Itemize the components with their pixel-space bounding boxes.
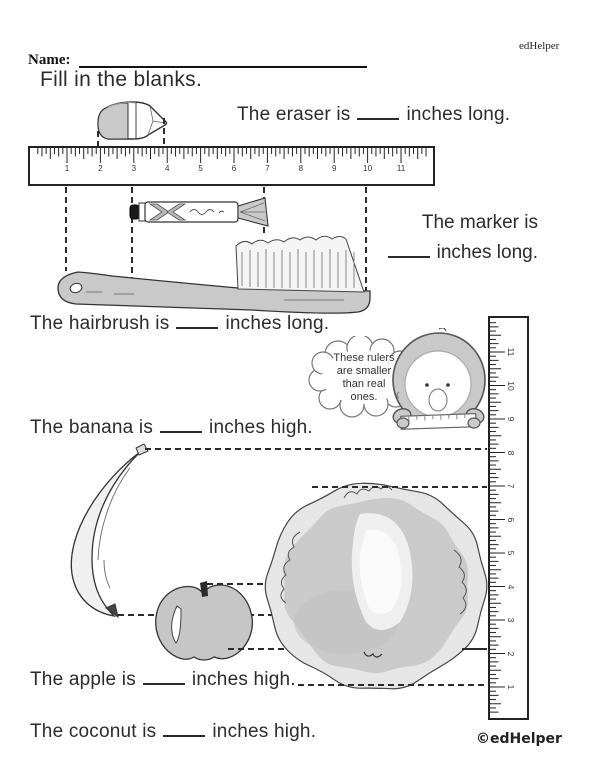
answer-blank-eraser[interactable] [357, 105, 400, 120]
h-ruler-number: 8 [298, 164, 304, 173]
dashed-guide-line [97, 131, 99, 147]
question-banana-after: inches high. [209, 417, 313, 438]
question-eraser: The eraser is inches long. [237, 104, 510, 126]
h-ruler-number: 4 [164, 164, 170, 173]
answer-blank-coconut[interactable] [163, 722, 206, 737]
question-marker-after: inches long. [436, 242, 538, 263]
v-ruler-number: 8 [506, 450, 516, 455]
dashed-guide-line [65, 187, 67, 271]
h-ruler-number: 11 [396, 164, 406, 173]
ruler-tick-marks [37, 148, 427, 163]
dashed-guide-line [462, 648, 487, 650]
h-ruler-number: 5 [198, 164, 203, 173]
question-apple-before: The apple is [30, 669, 136, 690]
question-eraser-before: The eraser is [237, 104, 351, 125]
name-write-line[interactable] [79, 66, 367, 68]
question-eraser-after: inches long. [406, 104, 511, 125]
v-ruler-number: 1 [506, 684, 516, 690]
v-ruler-number: 11 [506, 347, 516, 357]
banana-illustration [70, 443, 149, 619]
apple-illustration [155, 581, 253, 661]
vertical-ruler: 11 10 9 8 7 6 5 4 3 2 1 [488, 316, 529, 720]
page-title: Fill in the blanks. [40, 68, 203, 91]
bubble-line: than real [342, 378, 386, 390]
question-apple-after: inches high. [191, 669, 296, 690]
bubble-line: ones. [350, 391, 378, 403]
h-ruler-number: 7 [265, 164, 270, 173]
h-ruler-number: 10 [363, 164, 373, 173]
dashed-guide-line [365, 187, 367, 295]
question-coconut: The coconut is inches high. [30, 721, 316, 743]
answer-blank-hairbrush[interactable] [176, 314, 219, 329]
v-ruler-number: 2 [506, 651, 516, 656]
h-ruler-number: 2 [98, 164, 103, 173]
thought-bubble [308, 336, 421, 418]
dashed-guide-line [163, 118, 165, 147]
marker-illustration [129, 197, 269, 227]
question-apple: The apple is inches high. [30, 669, 296, 691]
question-banana: The banana is inches high. [30, 417, 313, 439]
v-ruler-number: 4 [506, 584, 516, 589]
hairbrush-illustration [57, 235, 371, 314]
question-marker-line1: The marker is [421, 212, 538, 233]
brand-logo-bottom: ©edHelper [476, 731, 562, 747]
horizontal-ruler: 1 2 3 4 5 6 7 8 9 10 11 [28, 146, 435, 186]
v-ruler-number: 9 [506, 416, 516, 422]
question-marker: The marker is inches long. [381, 208, 538, 268]
coconut-illustration [264, 482, 488, 690]
v-ruler-number: 7 [506, 483, 516, 489]
question-coconut-before: The coconut is [30, 721, 157, 742]
question-banana-before: The banana is [30, 417, 154, 438]
h-ruler-number: 9 [331, 164, 337, 173]
h-ruler-number: 3 [131, 164, 137, 173]
answer-blank-marker[interactable] [387, 243, 430, 258]
ruler-tick-marks [490, 322, 505, 713]
dashed-guide-line [207, 583, 272, 585]
bubble-line: These rulers [333, 352, 395, 364]
v-ruler-number: 10 [506, 380, 516, 391]
answer-blank-apple[interactable] [142, 670, 185, 685]
answer-blank-banana[interactable] [160, 418, 203, 433]
h-ruler-number: 1 [64, 164, 70, 173]
question-hairbrush-before: The hairbrush is [30, 313, 170, 334]
v-ruler-number: 3 [506, 617, 516, 623]
eraser-illustration [97, 101, 168, 140]
question-coconut-after: inches high. [212, 721, 317, 742]
dashed-guide-line [298, 684, 487, 686]
dashed-guide-line [131, 187, 133, 297]
question-hairbrush-after: inches long. [225, 313, 330, 334]
bubble-text: These rulers are smaller than real ones. [320, 352, 408, 404]
v-ruler-number: 5 [506, 550, 516, 556]
h-ruler-number: 6 [231, 164, 237, 173]
bubble-line: are smaller [336, 365, 392, 377]
dashed-guide-line [312, 486, 487, 488]
brand-logo-top: edHelper [519, 40, 560, 52]
v-ruler-number: 6 [506, 517, 516, 522]
name-label: Name: [28, 52, 71, 68]
dashed-guide-line [145, 448, 487, 450]
question-hairbrush: The hairbrush is inches long. [30, 313, 329, 335]
penguin-mascot [392, 328, 486, 430]
